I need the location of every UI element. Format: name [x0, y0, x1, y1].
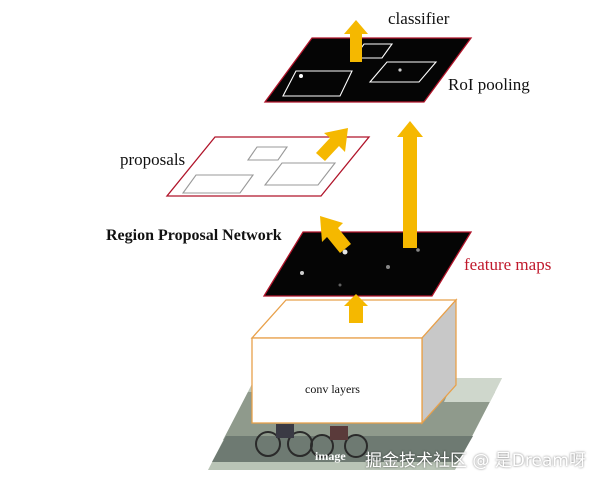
proposal-box — [246, 146, 289, 161]
roi-box — [282, 70, 353, 97]
feature-maps-layer — [262, 231, 473, 297]
classifier-label: classifier — [388, 9, 450, 28]
rpn-label: Region Proposal Network — [106, 227, 282, 244]
roi-pooling-layer — [263, 37, 473, 103]
conv-layers-label: conv layers — [305, 382, 360, 396]
conv-layers-box — [250, 298, 458, 425]
arrow-rpn-to-proposals — [320, 216, 351, 253]
watermark-text: 掘金技术社区 @ 是Dream呀 — [365, 451, 586, 471]
feature-map-plane — [262, 231, 473, 297]
arrow-conv-to-feature — [344, 294, 368, 323]
proposal-box — [263, 162, 337, 186]
arrow-classifier — [344, 20, 368, 62]
conv-box-front — [251, 337, 423, 424]
proposals-label: proposals — [120, 150, 186, 169]
feature-maps-label: feature maps — [464, 255, 552, 274]
arrow-feature-to-roi — [397, 121, 423, 248]
image-label: image — [315, 449, 346, 463]
flow-arrows — [316, 20, 423, 323]
roi-feature-map — [263, 37, 473, 103]
arrow-proposals-to-roi — [316, 128, 348, 161]
roi-box — [368, 61, 438, 83]
proposal-box — [181, 174, 255, 194]
roi-pooling-label: RoI pooling — [448, 75, 530, 94]
